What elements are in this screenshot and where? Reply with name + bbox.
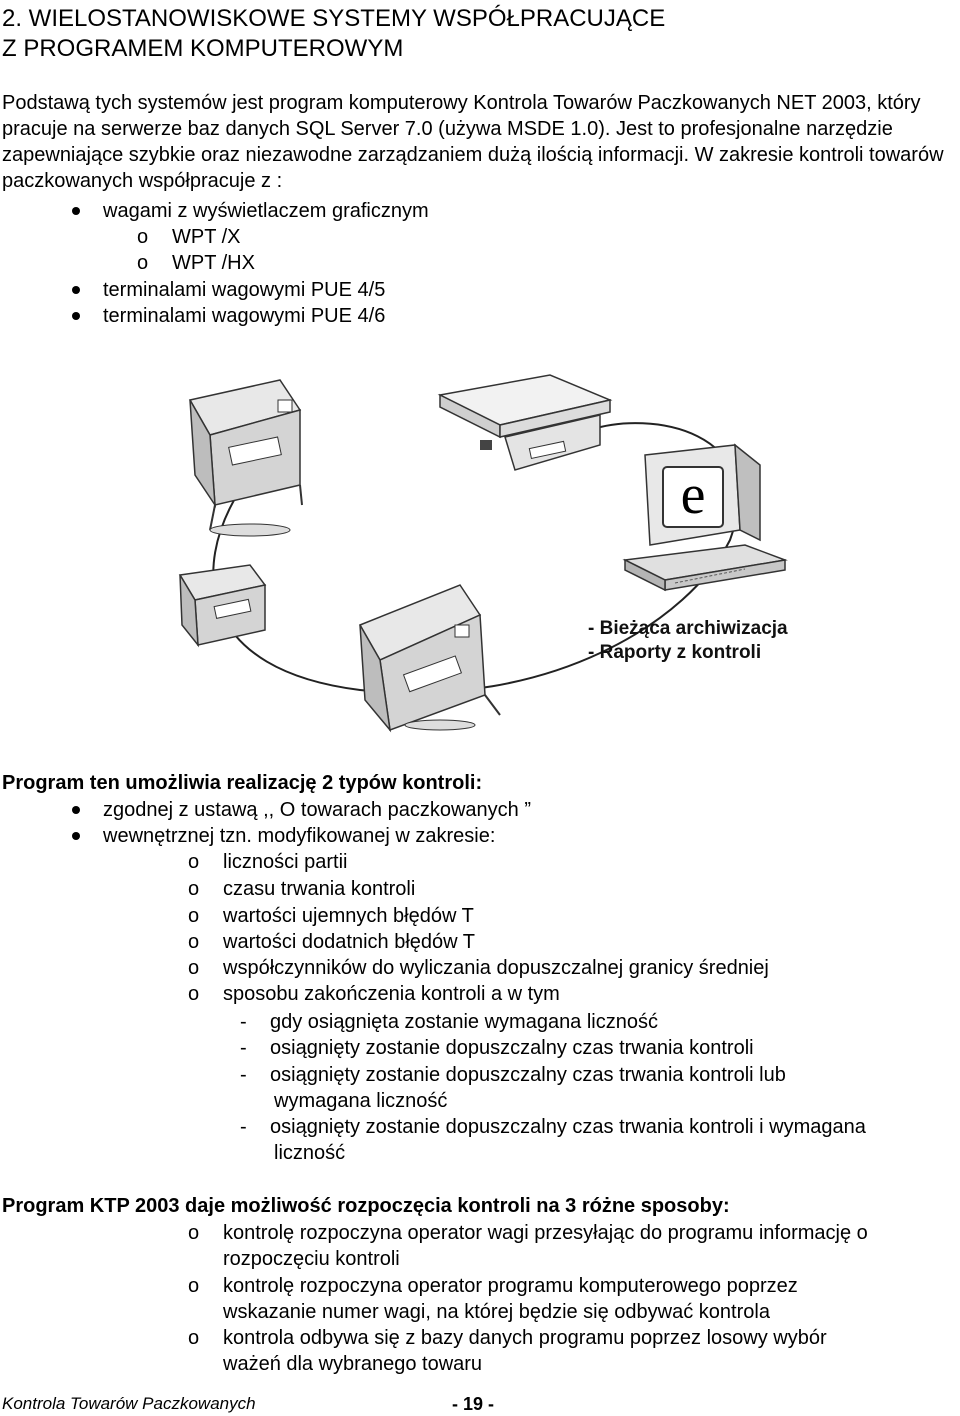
section-heading: 2. WIELOSTANOWISKOWE SYSTEMY WSPÓŁPRACUJ… [2, 4, 942, 64]
list-item-continued: ważeń dla wybranego towaru [223, 1353, 483, 1375]
list-item: kontrola odbywa się z bazy danych progra… [223, 1327, 827, 1349]
weighing-terminal-icon [358, 584, 501, 733]
list-item: współczynników do wyliczania dopuszczaln… [223, 957, 769, 979]
list-item: kontrolę rozpoczyna operator wagi przesy… [223, 1222, 868, 1244]
list-item: wartości dodatnich błędów T [223, 931, 475, 953]
list-item-continued: rozpoczęciu kontroli [223, 1248, 400, 1270]
section-title: Program ten umożliwia realizację 2 typów… [2, 772, 483, 794]
bullet-icon [72, 806, 80, 814]
list-marker: o [188, 1275, 200, 1297]
intro-paragraph: Podstawą tych systemów jest program komp… [2, 92, 944, 192]
list-marker: o [188, 957, 200, 979]
list-marker: o [137, 226, 149, 248]
diagram-label: - Raporty z kontroli [588, 642, 761, 663]
weighing-terminal-small-icon [178, 564, 267, 648]
computer-icon: e [622, 443, 788, 592]
bullet-icon [72, 286, 80, 294]
page-number: - 19 - [452, 1394, 495, 1414]
list-marker: o [188, 931, 200, 953]
list-marker: o [188, 983, 200, 1005]
list-item: osiągnięty zostanie dopuszczalny czas tr… [270, 1037, 754, 1059]
list-item: czasu trwania kontroli [223, 878, 416, 900]
scale-icon [437, 374, 613, 471]
list-marker: o [188, 851, 200, 873]
list-item: osiągnięty zostanie dopuszczalny czas tr… [270, 1064, 786, 1086]
list-item: wartości ujemnych błędów T [223, 905, 474, 927]
bullet-icon [72, 312, 80, 320]
list-item: kontrolę rozpoczyna operator programu ko… [223, 1275, 798, 1297]
list-marker: o [188, 878, 200, 900]
list-item: terminalami wagowymi PUE 4/5 [103, 279, 386, 301]
list-item-continued: wskazanie numer wagi, na której będzie s… [223, 1301, 770, 1323]
section-title: Program KTP 2003 daje możliwość rozpoczę… [2, 1195, 730, 1217]
list-item: osiągnięty zostanie dopuszczalny czas tr… [270, 1116, 866, 1138]
list-item: WPT /X [172, 226, 241, 248]
list-item: sposobu zakończenia kontroli a w tym [223, 983, 560, 1005]
heading-line-2: Z PROGRAMEM KOMPUTEROWYM [2, 35, 404, 62]
list-item: wagami z wyświetlaczem graficznym [103, 200, 429, 222]
list-marker: - [240, 1064, 247, 1086]
list-item: WPT /HX [172, 252, 255, 274]
bullet-icon [72, 832, 80, 840]
list-item: zgodnej z ustawą ,, O towarach paczkowan… [103, 799, 531, 821]
computer-logo: e [681, 464, 706, 526]
list-marker: o [137, 252, 149, 274]
diagram-label: - Bieżąca archiwizacja [588, 618, 788, 639]
heading-line-1: 2. WIELOSTANOWISKOWE SYSTEMY WSPÓŁPRACUJ… [2, 5, 666, 32]
footer-title: Kontrola Towarów Paczkowanych [2, 1394, 256, 1413]
list-marker: - [240, 1011, 247, 1033]
list-marker: - [240, 1116, 247, 1138]
list-item: liczności partii [223, 851, 348, 873]
list-marker: o [188, 905, 200, 927]
list-item-continued: wymagana liczność [274, 1090, 448, 1112]
weighing-terminal-icon [188, 379, 303, 537]
list-marker: o [188, 1327, 200, 1349]
system-diagram: e - Bieżąca archiwizacja - Raporty z kon… [178, 374, 788, 733]
bullet-icon [72, 207, 80, 215]
list-item-continued: liczność [274, 1142, 346, 1164]
list-item: wewnętrznej tzn. modyfikowanej w zakresi… [103, 825, 496, 847]
list-item: gdy osiągnięta zostanie wymagana licznoś… [270, 1011, 658, 1033]
list-marker: - [240, 1037, 247, 1059]
list-marker: o [188, 1222, 200, 1244]
list-item: terminalami wagowymi PUE 4/6 [103, 305, 386, 327]
